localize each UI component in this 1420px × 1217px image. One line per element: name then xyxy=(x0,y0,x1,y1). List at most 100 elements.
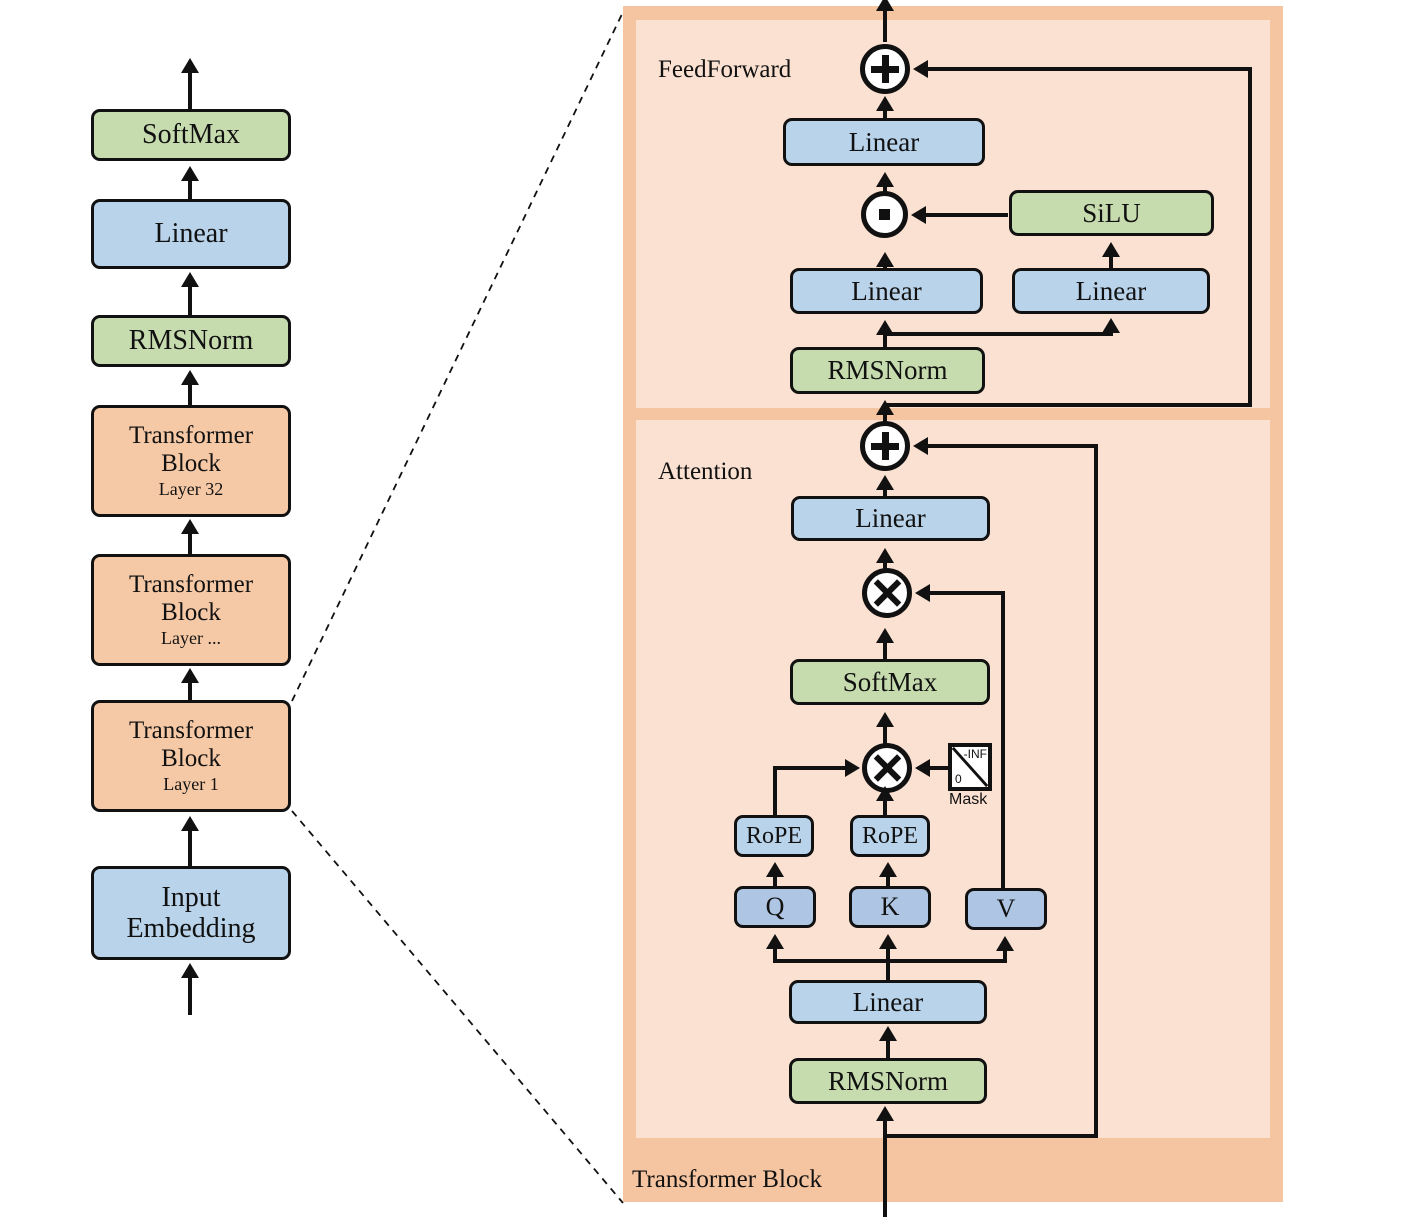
attn-rope-q-label: RoPE xyxy=(745,822,802,849)
stack-node-block-dots-sublabel: Layer ... xyxy=(161,628,221,649)
arrowhead-q-to-rope xyxy=(766,862,784,877)
arrowhead-ffnorm-to-gate xyxy=(876,320,894,335)
ff-out-linear-label: Linear xyxy=(848,126,920,157)
attn-rope-k[interactable]: RoPE xyxy=(850,815,930,857)
arrowhead-v-to-matmulav xyxy=(915,584,930,602)
attn-k[interactable]: K xyxy=(849,886,931,928)
stack-node-rmsnorm[interactable]: RMSNorm xyxy=(91,315,291,367)
attn-matmul-av-op[interactable] xyxy=(862,568,912,618)
wire-rmsnorm-in xyxy=(188,384,192,418)
arrowhead-stack-input xyxy=(181,963,199,978)
arrowhead-attnnorm-to-linear xyxy=(879,1026,897,1041)
arrowhead-uplinear-to-silu xyxy=(1102,242,1120,257)
ff-up-linear[interactable]: Linear xyxy=(1012,268,1210,314)
stack-node-softmax[interactable]: SoftMax xyxy=(91,109,291,161)
wire-ff-output xyxy=(883,0,887,42)
attn-out-linear-label: Linear xyxy=(855,503,926,534)
attn-q-label: Q xyxy=(765,892,785,922)
arrowhead-mask-to-matmulqk xyxy=(915,759,930,777)
stack-node-softmax-label: SoftMax xyxy=(142,119,240,151)
arrowhead-bus-to-v xyxy=(996,936,1014,951)
stack-node-input-embedding[interactable]: Input Embedding xyxy=(91,866,291,960)
arrowhead-rmsnorm-in xyxy=(181,370,199,385)
attention-title: Attention xyxy=(658,458,753,485)
wire-ropeq-to-matmulqk xyxy=(773,766,847,770)
ff-add-op[interactable] xyxy=(860,44,910,94)
attn-rmsnorm[interactable]: RMSNorm xyxy=(789,1058,987,1104)
wire-ff-residual-bottom xyxy=(885,403,1252,407)
ff-mul-op[interactable] xyxy=(861,191,908,238)
ff-silu[interactable]: SiLU xyxy=(1009,190,1214,236)
attn-out-linear[interactable]: Linear xyxy=(791,496,990,541)
wire-ff-residual-top xyxy=(928,67,1252,71)
wire-ffnorm-fanout xyxy=(883,332,1113,336)
arrowhead-ropek-to-matmulqk xyxy=(876,786,894,801)
attn-qkv-linear[interactable]: Linear xyxy=(789,980,987,1024)
arrowhead-ff-output xyxy=(876,0,894,11)
mask-low-value: 0 xyxy=(955,772,962,786)
arrowhead-silu-to-mul xyxy=(911,206,926,224)
wire-bus-to-k xyxy=(886,944,890,961)
wire-stack-output xyxy=(188,62,192,110)
attn-rope-q[interactable]: RoPE xyxy=(734,815,814,857)
wire-q-to-rope xyxy=(773,876,777,886)
ff-up-linear-label: Linear xyxy=(1075,275,1147,306)
stack-node-linear-label: Linear xyxy=(154,218,228,250)
ff-silu-label: SiLU xyxy=(1082,197,1141,228)
stack-node-block-dots[interactable]: Transformer Block Layer ... xyxy=(91,554,291,666)
wire-stack-input xyxy=(188,975,192,1015)
attn-k-label: K xyxy=(880,892,900,922)
arrowhead-gatelinear-to-mul xyxy=(876,252,894,267)
attn-softmax[interactable]: SoftMax xyxy=(790,659,990,705)
arrowhead-softmax-in xyxy=(181,166,199,181)
arrowhead-block32-in xyxy=(181,519,199,534)
wire-attn-residual-bottom xyxy=(885,1134,1098,1138)
arrowhead-bus-to-k xyxy=(879,934,897,949)
arrowhead-attnlinear-to-add xyxy=(876,475,894,490)
wire-ffnorm-to-up xyxy=(1109,332,1113,336)
wire-bus-to-q xyxy=(773,948,777,961)
attn-rope-k-label: RoPE xyxy=(861,822,918,849)
arrowhead-bus-to-q xyxy=(766,934,784,949)
arrowhead-ropeq-to-matmulqk xyxy=(845,759,860,777)
wire-ffnorm-to-gate xyxy=(883,334,887,350)
wire-qkv-fanout-bus xyxy=(773,959,1007,963)
attn-add-op[interactable] xyxy=(860,421,910,471)
arrowhead-attn-residual xyxy=(913,437,928,455)
wire-linear-in xyxy=(188,286,192,322)
wire-bus-to-v xyxy=(1003,948,1007,961)
arrowhead-softmax-to-matmulav xyxy=(876,628,894,643)
ff-rmsnorm[interactable]: RMSNorm xyxy=(790,347,985,394)
arrowhead-matmulqk-to-softmax xyxy=(876,712,894,727)
arrowhead-matmulav-to-linear xyxy=(876,548,894,563)
arrowhead-attnadd-to-ffnorm xyxy=(876,400,894,415)
wire-blockdots-in xyxy=(188,682,192,716)
arrowhead-stack-output xyxy=(181,58,199,73)
wire-uplinear-to-silu xyxy=(1109,256,1113,274)
wire-qkvlinear-to-bus xyxy=(886,959,890,981)
arrowhead-ff-mul-to-linear xyxy=(876,172,894,187)
attn-v[interactable]: V xyxy=(965,888,1047,930)
stack-node-block-32[interactable]: Transformer Block Layer 32 xyxy=(91,405,291,517)
arrowhead-linear-in xyxy=(181,272,199,287)
attention-mask-icon: 0 -INF xyxy=(948,743,992,791)
stack-node-block-dots-label: Transformer Block xyxy=(128,571,254,627)
arrowhead-blockdots-in xyxy=(181,668,199,683)
wire-softmax-to-matmulav xyxy=(883,642,887,672)
wire-attn-residual-top xyxy=(928,444,1098,448)
ff-gate-linear-label: Linear xyxy=(851,275,922,306)
attention-mask-caption: Mask xyxy=(949,791,988,808)
wire-k-to-rope xyxy=(886,876,890,886)
ff-gate-linear[interactable]: Linear xyxy=(790,268,983,314)
stack-node-linear[interactable]: Linear xyxy=(91,199,291,269)
stack-node-block-1[interactable]: Transformer Block Layer 1 xyxy=(91,700,291,812)
stack-node-block-1-label: Transformer Block xyxy=(128,717,254,773)
ff-out-linear[interactable]: Linear xyxy=(783,118,985,166)
attn-softmax-label: SoftMax xyxy=(842,666,938,697)
transformer-block-container-label: Transformer Block xyxy=(632,1166,823,1193)
ff-mul-dot-icon xyxy=(879,209,890,220)
wire-attnnorm-to-linear xyxy=(886,1040,890,1058)
attn-q[interactable]: Q xyxy=(734,886,816,928)
wire-attn-residual-vert xyxy=(1094,444,1098,1138)
